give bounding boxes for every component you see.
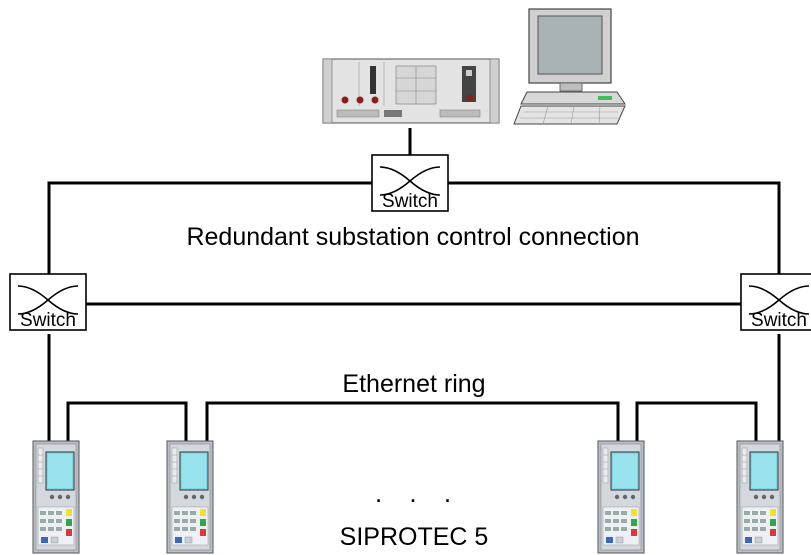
siprotec-device-3 <box>597 440 645 554</box>
network-lines <box>47 128 781 441</box>
switch-top-label: Switch <box>382 191 438 212</box>
switch-top: Switch <box>371 154 449 212</box>
siprotec-device-icon <box>166 440 214 554</box>
workstation-icon <box>513 8 626 125</box>
substation-controller-icon <box>322 58 500 124</box>
siprotec-device-icon <box>32 440 80 554</box>
switch-right: Switch <box>740 273 811 331</box>
ethernet-ring-label: Ethernet ring <box>342 370 485 398</box>
device-ellipsis: . . . <box>375 478 461 508</box>
siprotec-device-icon <box>597 440 645 554</box>
switch-right-label: Switch <box>751 310 807 331</box>
switch-left-label: Switch <box>20 310 76 331</box>
switch-left: Switch <box>9 273 87 331</box>
redundant-connection-label: Redundant substation control connection <box>186 223 639 251</box>
siprotec-device-1 <box>32 440 80 554</box>
siprotec-device-icon <box>736 440 784 554</box>
siprotec-device-4 <box>736 440 784 554</box>
siprotec-device-2 <box>166 440 214 554</box>
device-family-label: SIPROTEC 5 <box>340 523 489 551</box>
